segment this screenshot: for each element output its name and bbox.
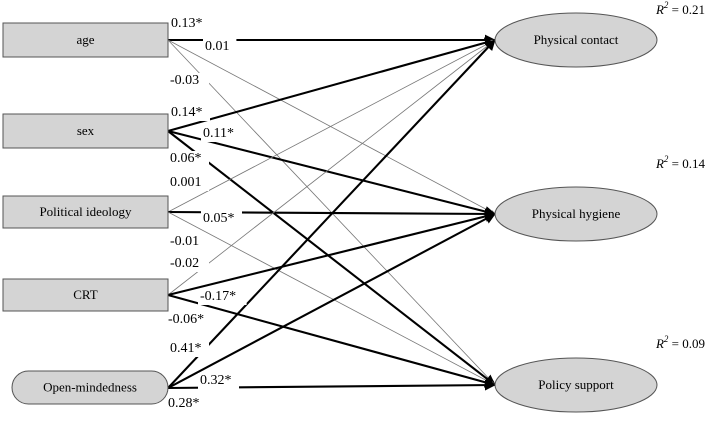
coefficient-label-backdrop bbox=[166, 396, 207, 412]
coefficient-label-backdrop bbox=[198, 289, 247, 305]
coefficient-label-ideology-to-physical-hygiene: 0.05* bbox=[203, 211, 235, 226]
path-line-sex-to-physical-contact bbox=[167, 37, 496, 133]
outcome-label-physical-contact: Physical contact bbox=[534, 32, 619, 47]
coefficient-label-backdrop bbox=[169, 105, 210, 121]
predictor-shape-political-ideology bbox=[2, 195, 169, 229]
coefficient-label-backdrop bbox=[168, 175, 209, 191]
predictor-label-age: age bbox=[76, 32, 94, 47]
coefficient-label-backdrop bbox=[168, 151, 209, 167]
r-squared-label-physical-hygiene: R2 = 0.14 bbox=[655, 154, 706, 171]
outcome-shape-physical-contact bbox=[494, 12, 658, 68]
coefficient-label-sex-to-physical-hygiene: 0.11* bbox=[203, 126, 234, 141]
coefficient-label-age-to-physical-hygiene: 0.01 bbox=[205, 39, 230, 54]
predictor-shape-sex bbox=[2, 113, 169, 149]
coefficient-label-backdrop bbox=[168, 73, 209, 89]
coefficient-label-sex-to-physical-contact: 0.14* bbox=[171, 105, 203, 120]
coefficient-label-openmind-to-policy-support: 0.28* bbox=[168, 396, 200, 411]
predictor-shape-crt bbox=[2, 278, 169, 312]
outcome-shape-policy-support bbox=[494, 357, 658, 413]
path-line-crt-to-physical-contact bbox=[167, 39, 496, 296]
coefficient-label-ideology-to-physical-contact: 0.001 bbox=[170, 175, 202, 190]
coefficient-label-backdrop bbox=[201, 126, 242, 142]
coefficient-labels-group: 0.13*0.01-0.030.14*0.11*0.06*0.0010.05*-… bbox=[166, 16, 247, 412]
path-line-sex-to-policy-support bbox=[167, 130, 496, 386]
coefficient-label-openmind-to-physical-hygiene: 0.32* bbox=[200, 373, 232, 388]
coefficient-label-crt-to-physical-contact: -0.02 bbox=[170, 256, 199, 271]
outcome-label-physical-hygiene: Physical hygiene bbox=[532, 206, 621, 221]
predictor-shape-age bbox=[2, 22, 169, 58]
predictor-label-crt: CRT bbox=[73, 287, 98, 302]
coefficient-label-backdrop bbox=[203, 39, 237, 55]
path-line-sex-to-physical-hygiene bbox=[167, 129, 496, 217]
coefficient-label-crt-to-physical-hygiene: -0.17* bbox=[200, 289, 236, 304]
path-lines-group bbox=[167, 34, 496, 391]
predictor-node-age[interactable]: age bbox=[2, 22, 169, 58]
path-line-openmind-to-physical-hygiene bbox=[167, 213, 496, 389]
coefficient-label-crt-to-policy-support: -0.06* bbox=[168, 312, 204, 327]
coefficient-label-openmind-to-physical-contact: 0.41* bbox=[170, 341, 202, 356]
path-line-crt-to-physical-hygiene bbox=[167, 211, 496, 297]
coefficient-label-ideology-to-policy-support: -0.01 bbox=[170, 234, 199, 249]
outcome-node-physical-hygiene[interactable]: Physical hygiene bbox=[494, 186, 658, 242]
coefficient-label-backdrop bbox=[201, 211, 242, 227]
coefficient-label-backdrop bbox=[166, 312, 215, 328]
predictor-node-crt[interactable]: CRT bbox=[2, 278, 169, 312]
coefficient-label-backdrop bbox=[169, 16, 210, 32]
predictor-shape-open-mindedness bbox=[11, 370, 169, 405]
coefficient-label-backdrop bbox=[168, 256, 209, 272]
outcome-node-physical-contact[interactable]: Physical contact bbox=[494, 12, 658, 68]
path-line-openmind-to-physical-contact bbox=[167, 39, 496, 389]
coefficient-label-backdrop bbox=[198, 373, 239, 389]
path-line-crt-to-policy-support bbox=[167, 293, 496, 388]
coefficient-label-backdrop bbox=[168, 234, 209, 250]
path-line-ideology-to-physical-contact bbox=[167, 39, 496, 213]
path-line-age-to-physical-hygiene bbox=[167, 39, 496, 215]
predictor-label-open-mindedness: Open-mindedness bbox=[43, 379, 137, 394]
coefficient-label-sex-to-policy-support: 0.06* bbox=[170, 151, 202, 166]
outcome-node-policy-support[interactable]: Policy support bbox=[494, 357, 658, 413]
predictor-label-political-ideology: Political ideology bbox=[39, 204, 132, 219]
r-squared-label-physical-contact: R2 = 0.21 bbox=[655, 0, 705, 17]
predictor-node-political-ideology[interactable]: Political ideology bbox=[2, 195, 169, 229]
r-squared-labels-group: R2 = 0.21 R2 = 0.14 R2 = 0.09 bbox=[655, 0, 706, 351]
predictor-node-open-mindedness[interactable]: Open-mindedness bbox=[11, 370, 169, 405]
coefficient-label-age-to-policy-support: -0.03 bbox=[170, 73, 199, 88]
outcome-shape-physical-hygiene bbox=[494, 186, 658, 242]
coefficient-label-age-to-physical-contact: 0.13* bbox=[171, 16, 203, 31]
outcome-label-policy-support: Policy support bbox=[538, 377, 614, 392]
r-squared-label-policy-support: R2 = 0.09 bbox=[655, 334, 705, 351]
coefficient-label-backdrop bbox=[168, 341, 209, 357]
predictor-node-sex[interactable]: sex bbox=[2, 113, 169, 149]
path-line-ideology-to-policy-support bbox=[167, 211, 496, 386]
predictor-label-sex: sex bbox=[77, 123, 95, 138]
